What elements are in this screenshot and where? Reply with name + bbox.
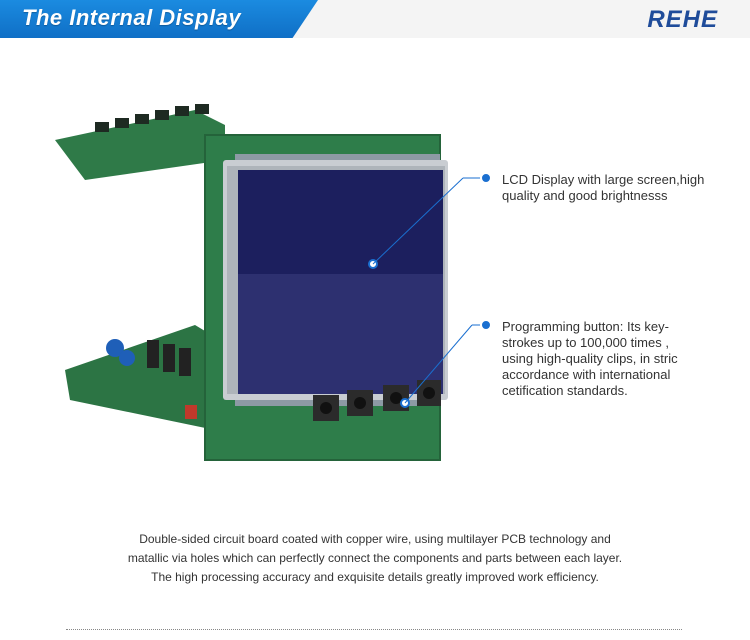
capacitor bbox=[106, 339, 124, 357]
button-callout-text: Programming button: Its key- strokes up … bbox=[502, 319, 742, 399]
callout-line: accordance with international bbox=[502, 367, 671, 382]
internal-display-illustration bbox=[55, 104, 448, 461]
lcd-callout-dot bbox=[480, 172, 492, 184]
back-pcb-top bbox=[55, 110, 225, 180]
title-tab bbox=[0, 0, 318, 38]
description-line: The high processing accuracy and exquisi… bbox=[151, 570, 599, 584]
lcd-marker bbox=[368, 259, 378, 269]
top-components bbox=[95, 104, 209, 132]
callout-line: LCD Display with large screen,high bbox=[502, 172, 705, 187]
lcd-screen-top bbox=[238, 170, 443, 274]
description-line: Double-sided circuit board coated with c… bbox=[139, 532, 611, 546]
description-line: matallic via holes which can perfectly c… bbox=[127, 551, 623, 565]
capacitor bbox=[119, 350, 135, 366]
button-callout-dot bbox=[480, 319, 492, 331]
lcd-callout-text: LCD Display with large screen,high quali… bbox=[502, 172, 742, 204]
brand-logo: REHE bbox=[647, 6, 718, 33]
red-connector bbox=[185, 405, 197, 419]
page-title: The Internal Display bbox=[22, 5, 242, 30]
callout-line: cetification standards. bbox=[502, 383, 628, 398]
callout-line: quality and good brightnesss bbox=[502, 188, 668, 203]
relay-bank bbox=[147, 340, 191, 376]
callout-line: Programming button: Its key- bbox=[502, 319, 669, 334]
description-text: Double-sided circuit board coated with c… bbox=[60, 530, 690, 587]
dotted-divider bbox=[66, 629, 682, 630]
callout-line: strokes up to 100,000 times , bbox=[502, 335, 669, 350]
lcd-screen-bottom bbox=[238, 274, 443, 394]
button-marker bbox=[400, 398, 410, 408]
callout-line: using high-quality clips, in stric bbox=[502, 351, 678, 366]
